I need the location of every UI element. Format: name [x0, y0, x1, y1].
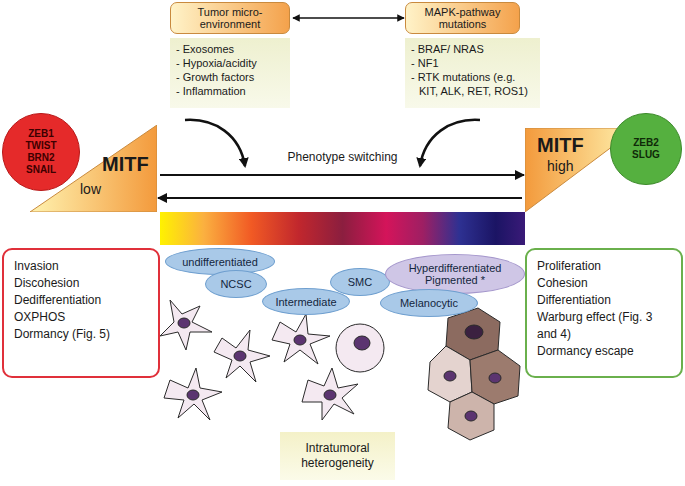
box-heading-frame: Tumor micro-environment — [170, 2, 290, 34]
text-holder: SMC — [331, 269, 389, 295]
feature-box: InvasionDiscohesionDedifferentiationOXPH… — [2, 248, 160, 378]
cell-drawings — [160, 300, 520, 440]
text-holder: Intermediate — [263, 289, 349, 314]
text-holder: NCSC — [206, 271, 266, 297]
triangle-label: MITF — [537, 134, 584, 156]
feature-item: OXPHOS — [14, 309, 148, 326]
state-name: Intermediate — [275, 296, 336, 308]
state-oval: Hyperdifferentiated Pigmented * — [385, 254, 525, 294]
bullet-list: - Exosomes- Hypoxia/acidity- Growth fact… — [170, 38, 290, 108]
text-holder: ZEB1TWISTBRN2SNAIL — [3, 114, 79, 190]
gene-name: ZEB2 — [633, 137, 659, 149]
text-holder: Hyperdifferentiated Pigmented * — [386, 255, 524, 293]
triangle-label: MITF — [102, 153, 149, 175]
feature-item: Invasion — [14, 258, 148, 275]
gene-name: TWIST — [25, 140, 56, 152]
feature-box: ProliferationCohesionDifferentiationWarb… — [525, 248, 683, 378]
text-holder: Melanocytic — [381, 290, 477, 316]
list-item: - BRAF/ NRAS — [411, 42, 534, 56]
state-name: undifferentiated — [182, 256, 258, 268]
switch-arrow — [158, 197, 522, 199]
state-name: Hyperdifferentiated Pigmented * — [386, 262, 524, 286]
feature-item: Differentiation — [537, 292, 671, 309]
feature-item: Dedifferentiation — [14, 292, 148, 309]
curved-arrow — [185, 120, 245, 166]
list-item: - Inflammation — [176, 84, 284, 98]
list-item: - Hypoxia/acidity — [176, 56, 284, 70]
gene-circle: ZEB1TWISTBRN2SNAIL — [2, 113, 80, 191]
free-label: Phenotype switching — [255, 150, 430, 164]
state-oval: SMC — [330, 268, 390, 296]
summary-text: Intratumoral heterogeneity — [280, 441, 395, 471]
factor-box: Tumor micro-environment - Exosomes- Hypox… — [170, 2, 290, 110]
list-item: - NF1 — [411, 56, 534, 70]
mitf-triangle: MITFlow — [30, 125, 157, 212]
switch-arrow — [160, 174, 524, 176]
feature-item: Cohesion — [537, 275, 671, 292]
feature-item: Dormancy (Fig. 5) — [14, 326, 148, 343]
box-heading-frame: MAPK-pathway mutations — [405, 2, 520, 34]
spectrum-bar — [160, 212, 525, 245]
gene-name: ZEB1 — [28, 128, 54, 140]
curved-arrow — [420, 120, 480, 166]
feature-item: Discohesion — [14, 275, 148, 292]
feature-item: Warburg effect (Fig. 3 and 4) — [537, 309, 671, 343]
text-holder: Intratumoral heterogeneity — [280, 432, 395, 480]
bullet-list: - BRAF/ NRAS- NF1- RTK mutations (e.g. K… — [405, 38, 540, 108]
list-item: - RTK mutations (e.g. KIT, ALK, RET, ROS… — [411, 70, 534, 98]
state-name: Melanocytic — [400, 297, 458, 309]
feature-item: Dormancy escape — [537, 343, 671, 360]
state-oval: Melanocytic — [380, 289, 478, 317]
triangle-label: high — [547, 158, 573, 174]
text-holder: ZEB2SLUG — [611, 114, 681, 184]
box-heading: MAPK-pathway mutations — [410, 6, 515, 30]
box-heading: Tumor micro-environment — [175, 6, 285, 30]
gene-name: BRN2 — [27, 152, 54, 164]
summary-box: Intratumoral heterogeneity — [280, 432, 395, 480]
gene-circle: ZEB2SLUG — [610, 113, 682, 185]
state-name: SMC — [348, 276, 372, 288]
triangle-label: low — [80, 181, 101, 197]
gene-name: SLUG — [632, 149, 660, 161]
list-item: - Exosomes — [176, 42, 284, 56]
state-name: NCSC — [220, 278, 251, 290]
feature-item: Proliferation — [537, 258, 671, 275]
text-holder: undifferentiated — [166, 249, 274, 274]
state-oval: NCSC — [205, 270, 267, 298]
triangle-outline — [30, 125, 157, 212]
state-oval: Intermediate — [262, 288, 350, 315]
gene-name: SNAIL — [26, 164, 56, 176]
list-item: - Growth factors — [176, 70, 284, 84]
switch-arrow — [293, 17, 404, 19]
factor-box: MAPK-pathway mutations - BRAF/ NRAS- NF1-… — [405, 2, 540, 110]
